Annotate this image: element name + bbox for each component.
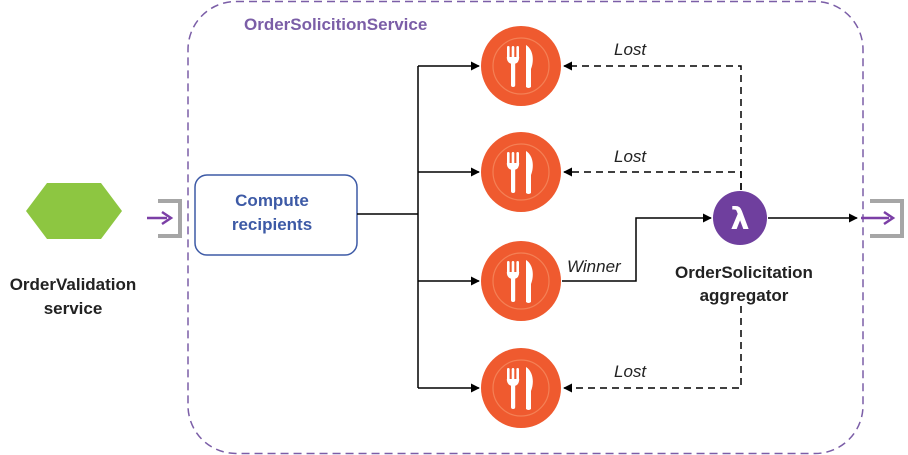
aggregator-label-line2: aggregator (700, 286, 789, 305)
compute-label-line1: Compute (235, 191, 309, 210)
aggregator: λ (713, 191, 767, 245)
restaurant-1 (481, 26, 561, 106)
lost-label-4: Lost (614, 362, 647, 381)
outbound-port-icon (861, 199, 904, 238)
compute-recipients-box (194, 174, 358, 256)
aggregator-label-line1: OrderSolicitation (675, 263, 813, 282)
service-boundary (187, 0, 864, 455)
source-label-line1: OrderValidation (10, 275, 137, 294)
lambda-icon: λ (731, 202, 750, 237)
order-validation-hexagon (26, 183, 122, 239)
winner-connector (562, 213, 712, 282)
restaurant-4 (481, 348, 561, 428)
source-label-line2: service (44, 299, 103, 318)
winner-label: Winner (567, 257, 622, 276)
fan-out-connectors (357, 61, 480, 393)
lost-label-1: Lost (614, 40, 647, 59)
compute-label-line2: recipients (232, 215, 312, 234)
restaurant-2 (481, 132, 561, 212)
restaurant-3 (481, 241, 561, 321)
inbound-port-icon (147, 199, 182, 238)
lost-label-2: Lost (614, 147, 647, 166)
lost-connectors (563, 61, 742, 393)
service-title: OrderSolicitionService (244, 15, 427, 34)
